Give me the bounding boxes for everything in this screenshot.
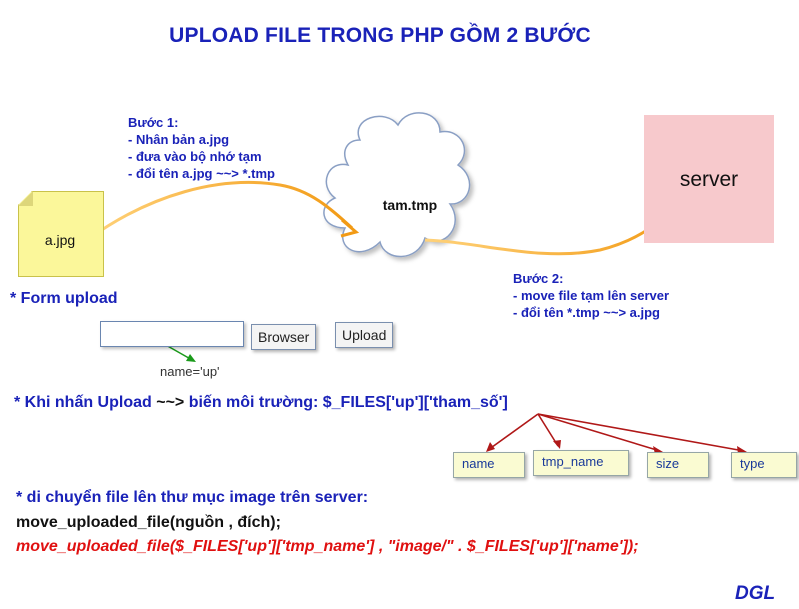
- browser-button[interactable]: Browser: [251, 324, 317, 350]
- server-label: server: [679, 168, 739, 191]
- file-name-label: a.jpg: [44, 232, 76, 248]
- step2-heading: Bước 2:: [513, 271, 564, 286]
- step2-text: Bước 2: - move file tạm lên server - đổi…: [513, 270, 669, 321]
- arrow-file-to-cloud: [89, 181, 360, 240]
- step1-line: - đưa vào bộ nhớ tạm: [128, 149, 262, 164]
- files-suffix: biến môi trường: $_FILES['up']['tham_số'…: [184, 394, 508, 411]
- param-type-box: type: [731, 452, 797, 478]
- server-box: [644, 115, 774, 243]
- step1-line: - đổi tên a.jpg ~~> *.tmp: [128, 166, 275, 181]
- move-description: * di chuyển file lên thư mục image trên …: [16, 489, 369, 506]
- input-name-note: name='up': [160, 364, 220, 379]
- param-name-box: name: [453, 452, 525, 478]
- cloud-label: tam.tmp: [382, 197, 438, 213]
- step1-line: - Nhân bản a.jpg: [128, 132, 230, 147]
- files-arrow: ~~>: [156, 394, 185, 411]
- step1-heading: Bước 1:: [128, 115, 179, 130]
- author-signature: DGL: [735, 583, 776, 604]
- step2-line: - đổi tên *.tmp ~~> a.jpg: [513, 305, 660, 320]
- step2-line: - move file tạm lên server: [513, 288, 670, 303]
- file-input[interactable]: [100, 321, 244, 347]
- move-syntax: move_uploaded_file(nguồn , đích);: [16, 514, 281, 531]
- page-title: UPLOAD FILE TRONG PHP GỒM 2 BƯỚC: [169, 24, 591, 47]
- upload-button[interactable]: Upload: [335, 322, 394, 348]
- files-prefix: * Khi nhấn Upload: [14, 394, 157, 411]
- param-tmp-name-box: tmp_name: [533, 450, 629, 476]
- form-upload-heading: * Form upload: [10, 290, 118, 307]
- param-arrows: [487, 413, 745, 452]
- step1-text: Bước 1: - Nhân bản a.jpg - đưa vào bộ nh…: [128, 114, 275, 182]
- param-size-box: size: [647, 452, 709, 478]
- files-variable-line: * Khi nhấn Upload ~~> biến môi trường: $…: [14, 394, 508, 412]
- move-example-code: move_uploaded_file($_FILES['up']['tmp_na…: [16, 538, 639, 555]
